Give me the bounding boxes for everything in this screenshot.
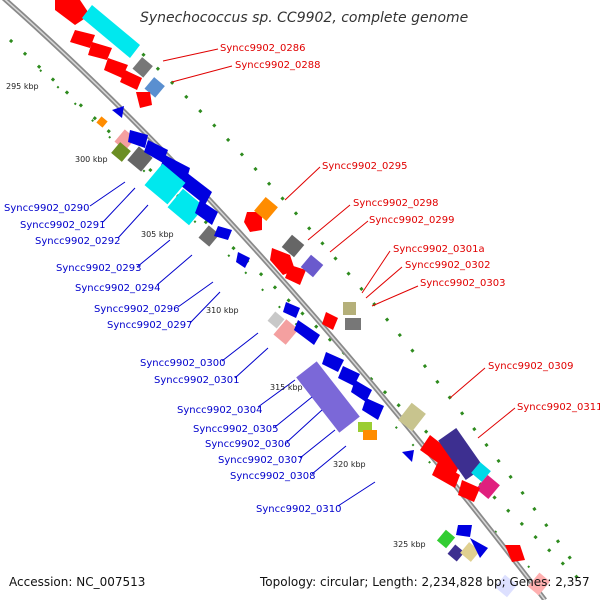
tick-label: 325 kbp bbox=[393, 540, 426, 549]
tick-label: 320 kbp bbox=[333, 460, 366, 469]
gene-label-forward[interactable]: Syncc9902_0295 bbox=[322, 161, 408, 172]
gene-label-reverse[interactable]: Syncc9902_0307 bbox=[218, 455, 304, 466]
gene-label-reverse[interactable]: Syncc9902_0310 bbox=[256, 504, 342, 515]
gene-label-forward[interactable]: Syncc9902_0309 bbox=[488, 361, 574, 372]
gc-track bbox=[8, 38, 587, 600]
accession-text: Accession: NC_007513 bbox=[9, 575, 145, 589]
forward-leader-lines bbox=[162, 48, 516, 439]
gene-label-reverse[interactable]: Syncc9902_0292 bbox=[35, 236, 121, 247]
gene-label-reverse[interactable]: Syncc9902_0305 bbox=[193, 424, 279, 435]
gene-label-reverse[interactable]: Syncc9902_0304 bbox=[177, 405, 263, 416]
map-title: Synechococcus sp. CC9902, complete genom… bbox=[140, 10, 468, 26]
gene-label-reverse[interactable]: Syncc9902_0296 bbox=[94, 304, 180, 315]
reverse-leader-lines bbox=[89, 181, 376, 507]
tick-label: 305 kbp bbox=[141, 230, 174, 239]
gene-label-reverse[interactable]: Syncc9902_0291 bbox=[20, 220, 106, 231]
tick-label: 295 kbp bbox=[6, 82, 39, 91]
gene-label-forward[interactable]: Syncc9902_0288 bbox=[235, 60, 321, 71]
gene-label-reverse[interactable]: Syncc9902_0290 bbox=[4, 203, 90, 214]
forward-genes bbox=[55, 0, 551, 596]
gene-label-forward[interactable]: Syncc9902_0298 bbox=[353, 198, 439, 209]
gene-label-forward[interactable]: Syncc9902_0299 bbox=[369, 215, 455, 226]
gene-label-forward[interactable]: Syncc9902_0303 bbox=[420, 278, 506, 289]
tick-label: 315 kbp bbox=[270, 383, 303, 392]
reverse-genes bbox=[96, 106, 518, 598]
gene-label-forward[interactable]: Syncc9902_0302 bbox=[405, 260, 491, 271]
gene-label-reverse[interactable]: Syncc9902_0294 bbox=[75, 283, 161, 294]
tick-label: 300 kbp bbox=[75, 155, 108, 164]
gene-label-reverse[interactable]: Syncc9902_0306 bbox=[205, 439, 291, 450]
topology-text: Topology: circular; Length: 2,234,828 bp… bbox=[259, 575, 590, 589]
gene-label-reverse[interactable]: Syncc9902_0301 bbox=[154, 375, 240, 386]
gene-label-forward[interactable]: Syncc9902_0286 bbox=[220, 43, 306, 54]
gene-label-forward[interactable]: Syncc9902_0301a bbox=[393, 244, 485, 255]
gene-label-reverse[interactable]: Syncc9902_0293 bbox=[56, 263, 142, 274]
gene-label-forward[interactable]: Syncc9902_0311 bbox=[517, 402, 600, 413]
gene-label-reverse[interactable]: Syncc9902_0297 bbox=[107, 320, 193, 331]
gene-label-reverse[interactable]: Syncc9902_0308 bbox=[230, 471, 316, 482]
gene-label-reverse[interactable]: Syncc9902_0300 bbox=[140, 358, 226, 369]
tick-label: 310 kbp bbox=[206, 306, 239, 315]
